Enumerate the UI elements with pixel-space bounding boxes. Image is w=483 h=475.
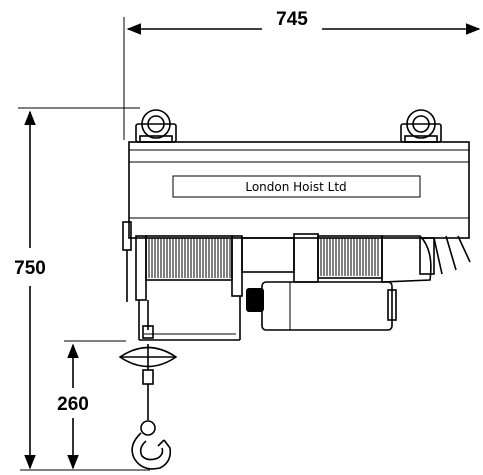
control-box — [246, 281, 397, 331]
motor-fins — [320, 238, 379, 276]
lifting-eye-left — [135, 109, 177, 143]
cable-gland — [246, 288, 264, 312]
hook-dimension: 260 — [57, 340, 126, 470]
control-box-body — [261, 281, 393, 331]
width-dimension: 745 — [123, 9, 481, 140]
drum-coils — [148, 238, 231, 278]
drum-body — [145, 235, 233, 281]
lifting-eye-right — [400, 109, 442, 143]
hook-icon — [131, 420, 172, 470]
housing-body — [128, 141, 470, 239]
hoist-housing: London Hoist Ltd — [122, 141, 470, 302]
nameplate-text: London Hoist Ltd — [245, 180, 346, 194]
hook-label: 260 — [57, 394, 89, 415]
height-dimension: 750 — [14, 107, 150, 471]
nameplate — [172, 175, 421, 198]
hook-block — [118, 300, 178, 420]
motor — [241, 233, 471, 283]
rope-drum — [135, 235, 243, 341]
width-label: 745 — [276, 9, 308, 30]
height-label: 750 — [14, 258, 46, 279]
